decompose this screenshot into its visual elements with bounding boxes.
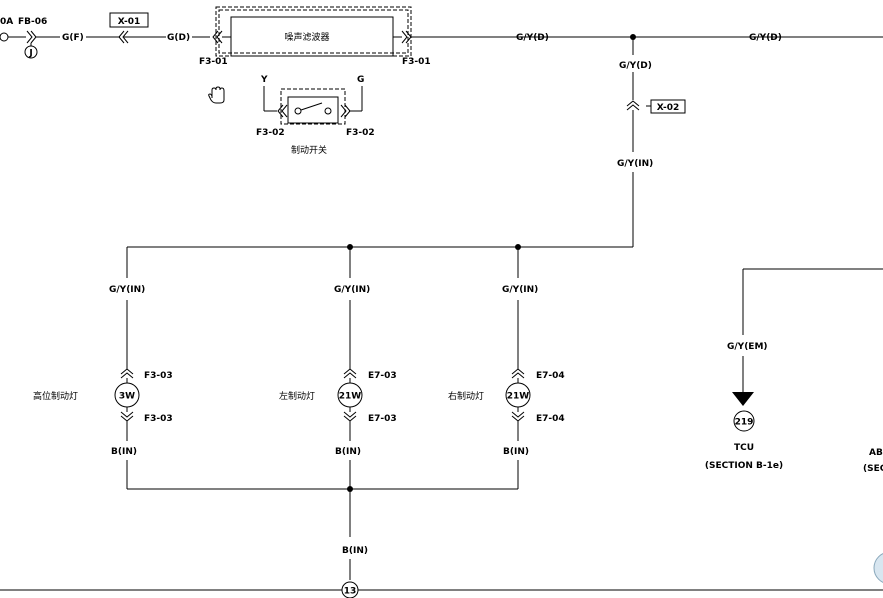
fuse-terminal bbox=[0, 32, 9, 42]
wire-gyin-main: G/Y(IN) bbox=[617, 159, 653, 169]
wire-gd-label: G(D) bbox=[167, 33, 190, 43]
lamp-high-mount: G/Y(IN) F3-03 3W 高位制动灯 F3-03 B(IN) bbox=[33, 247, 173, 489]
lamp1-wire-in: G/Y(IN) bbox=[109, 285, 145, 295]
f302-right-label: F3-02 bbox=[346, 128, 375, 138]
lamp3-top-connector-icon bbox=[511, 368, 525, 379]
lamp1-conn-bottom: F3-03 bbox=[144, 414, 173, 424]
filter-shield-inner bbox=[218, 9, 409, 54]
f302-left-connector-icon bbox=[277, 104, 288, 118]
pin-g-label: G bbox=[357, 75, 364, 85]
lamp2-conn-top: E7-03 bbox=[368, 371, 397, 381]
x02-box bbox=[650, 99, 686, 114]
ground-13-label: 13 bbox=[344, 587, 357, 597]
lamp1-top-connector-icon bbox=[120, 368, 134, 379]
filter-shield-outer bbox=[215, 6, 412, 57]
lamp3-bottom-connector-icon bbox=[511, 411, 525, 422]
lamp1-conn-top: F3-03 bbox=[144, 371, 173, 381]
lamp3-wire-in: G/Y(IN) bbox=[502, 285, 538, 295]
cut-off-round-element bbox=[873, 553, 883, 583]
cut-off-component: AB (SEC bbox=[863, 448, 883, 583]
f302-right-connector-icon bbox=[340, 104, 351, 118]
lamp2-rating: 21W bbox=[339, 392, 362, 402]
hand-cursor-icon bbox=[208, 86, 225, 104]
tcu-ref-num: 219 bbox=[735, 418, 754, 428]
ground-13-circle bbox=[341, 581, 359, 598]
gyd-branch: G/Y(D) G/Y(D) G/Y(D) X-02 G/Y(IN) bbox=[127, 33, 883, 250]
lamp1-rating: 3W bbox=[119, 392, 135, 402]
wire-gf-label: G(F) bbox=[62, 33, 84, 43]
cut-off-section: (SEC bbox=[863, 464, 883, 474]
fb06-connector-icon bbox=[26, 30, 37, 44]
tcu-ref-circle bbox=[733, 410, 755, 432]
lamp2-wire-out: B(IN) bbox=[335, 447, 361, 457]
lamp1-name: 高位制动灯 bbox=[33, 390, 78, 402]
lamp-left: G/Y(IN) E7-03 21W 左制动灯 E7-03 B(IN) bbox=[279, 247, 397, 489]
lamp3-rating: 21W bbox=[507, 392, 530, 402]
switch-shield bbox=[280, 88, 346, 125]
switch-contact-right bbox=[324, 107, 332, 115]
lamp2-conn-bottom: E7-03 bbox=[368, 414, 397, 424]
wire-gyd-2: G/Y(D) bbox=[749, 33, 782, 43]
lamp3-wire-out: B(IN) bbox=[503, 447, 529, 457]
switch-contact-left bbox=[294, 107, 302, 115]
lamp3-name: 右制动灯 bbox=[448, 390, 484, 402]
brake-switch: F3-02 F3-02 制动开关 bbox=[256, 86, 375, 156]
f302-left-label: F3-02 bbox=[256, 128, 285, 138]
wire-gyd-1: G/Y(D) bbox=[516, 33, 549, 43]
x01-label: X-01 bbox=[118, 17, 140, 27]
ground-bus: B(IN) 13 bbox=[0, 486, 883, 598]
lamp2-top-connector-icon bbox=[343, 368, 357, 379]
tcu-arrow-icon bbox=[732, 392, 754, 406]
pin-y-label: Y bbox=[260, 75, 268, 85]
f301-right-label: F3-01 bbox=[402, 57, 431, 67]
lamp2-wire-in: G/Y(IN) bbox=[334, 285, 370, 295]
cut-off-label: AB bbox=[869, 448, 883, 458]
lamp-right: G/Y(IN) E7-04 21W 右制动灯 E7-04 B(IN) bbox=[448, 247, 565, 489]
f301-left-label: F3-01 bbox=[199, 57, 228, 67]
f301-left-connector-icon bbox=[212, 30, 223, 44]
filter-name: 噪声滤波器 bbox=[284, 31, 329, 43]
junction-j-circle bbox=[24, 45, 38, 59]
tcu-wire: G/Y(EM) bbox=[727, 342, 768, 352]
tcu-branch: G/Y(EM) 219 TCU (SECTION B-1e) bbox=[705, 268, 883, 471]
fuse-label: FB-06 bbox=[18, 17, 47, 27]
x02-label: X-02 bbox=[657, 103, 679, 113]
x02-connector-icon bbox=[626, 100, 640, 111]
lamp1-bottom-connector-icon bbox=[120, 411, 134, 422]
lamp3-conn-bottom: E7-04 bbox=[536, 414, 565, 424]
x01-connector-icon bbox=[118, 30, 129, 44]
lamp2-bottom-connector-icon bbox=[343, 411, 357, 422]
lamp1-wire-out: B(IN) bbox=[111, 447, 137, 457]
lamp3-conn-top: E7-04 bbox=[536, 371, 565, 381]
wire-gyd-3: G/Y(D) bbox=[619, 61, 652, 71]
bottom-wire-bin: B(IN) bbox=[342, 546, 368, 556]
top-feed: J 0A FB-06 G(F) X-01 G(D) bbox=[0, 12, 210, 59]
f301-right-connector-icon bbox=[401, 30, 412, 44]
switch-name: 制动开关 bbox=[291, 144, 327, 156]
lamp2-name: 左制动灯 bbox=[279, 390, 315, 402]
switch-box bbox=[287, 96, 339, 124]
noise-filter: 噪声滤波器 F3-01 F3-01 Y G bbox=[199, 6, 431, 85]
junction-j-label: J bbox=[28, 49, 32, 59]
tcu-name: TCU bbox=[734, 443, 754, 453]
switch-lever bbox=[300, 102, 323, 111]
x01-box bbox=[109, 12, 149, 28]
fuse-rating: 0A bbox=[0, 17, 13, 27]
tcu-section: (SECTION B-1e) bbox=[705, 461, 783, 471]
